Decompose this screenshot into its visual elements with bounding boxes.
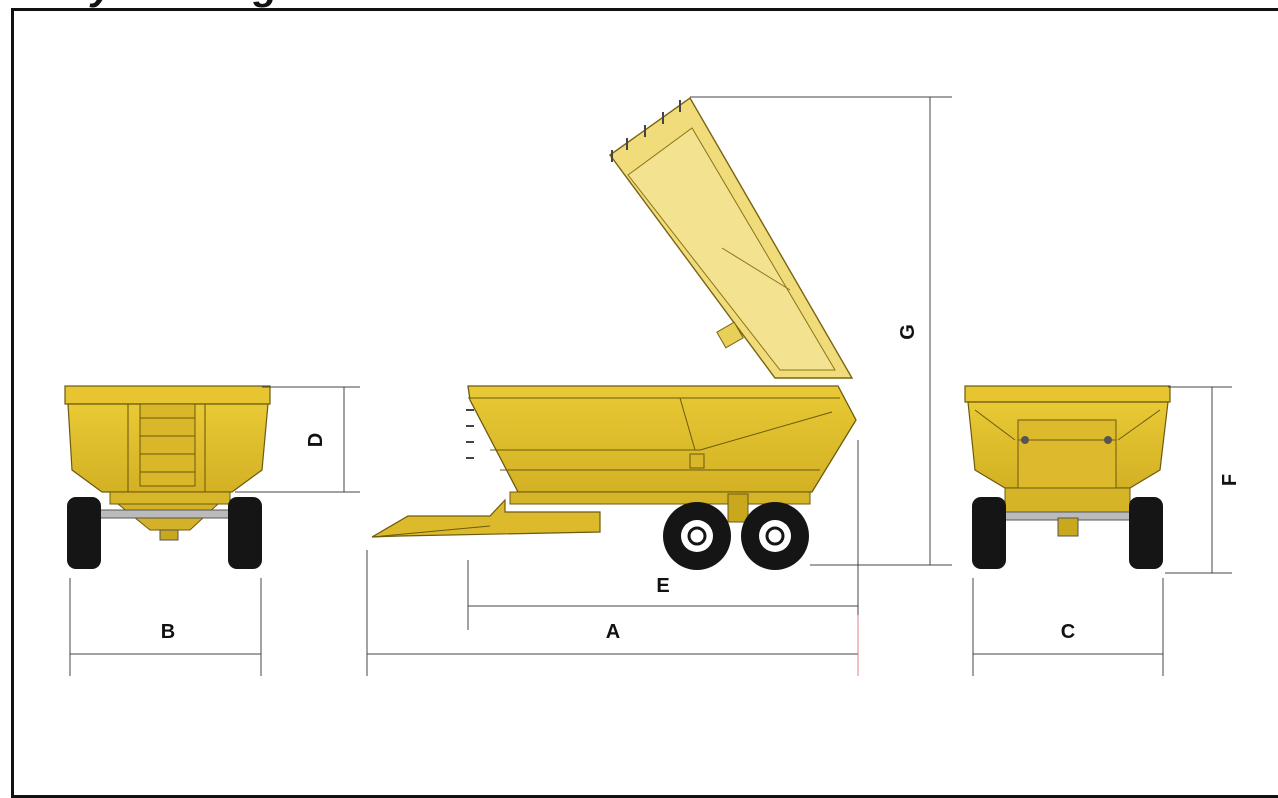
page-heading: Key drawings	[40, 0, 300, 9]
dim-label-e: E	[656, 575, 669, 597]
wheel-front	[663, 502, 731, 570]
dim-label-a: A	[606, 621, 620, 643]
rear-view	[64, 385, 271, 569]
dim-label-g: G	[897, 324, 919, 340]
front-view	[964, 385, 1171, 569]
dim-label-d: D	[305, 433, 327, 447]
dim-label-b: B	[161, 621, 175, 643]
dimension-lines	[69, 96, 1232, 676]
wheel-rear	[741, 502, 809, 570]
dim-label-c: C	[1061, 621, 1075, 643]
side-view	[371, 96, 857, 570]
dim-label-f: F	[1219, 474, 1241, 486]
